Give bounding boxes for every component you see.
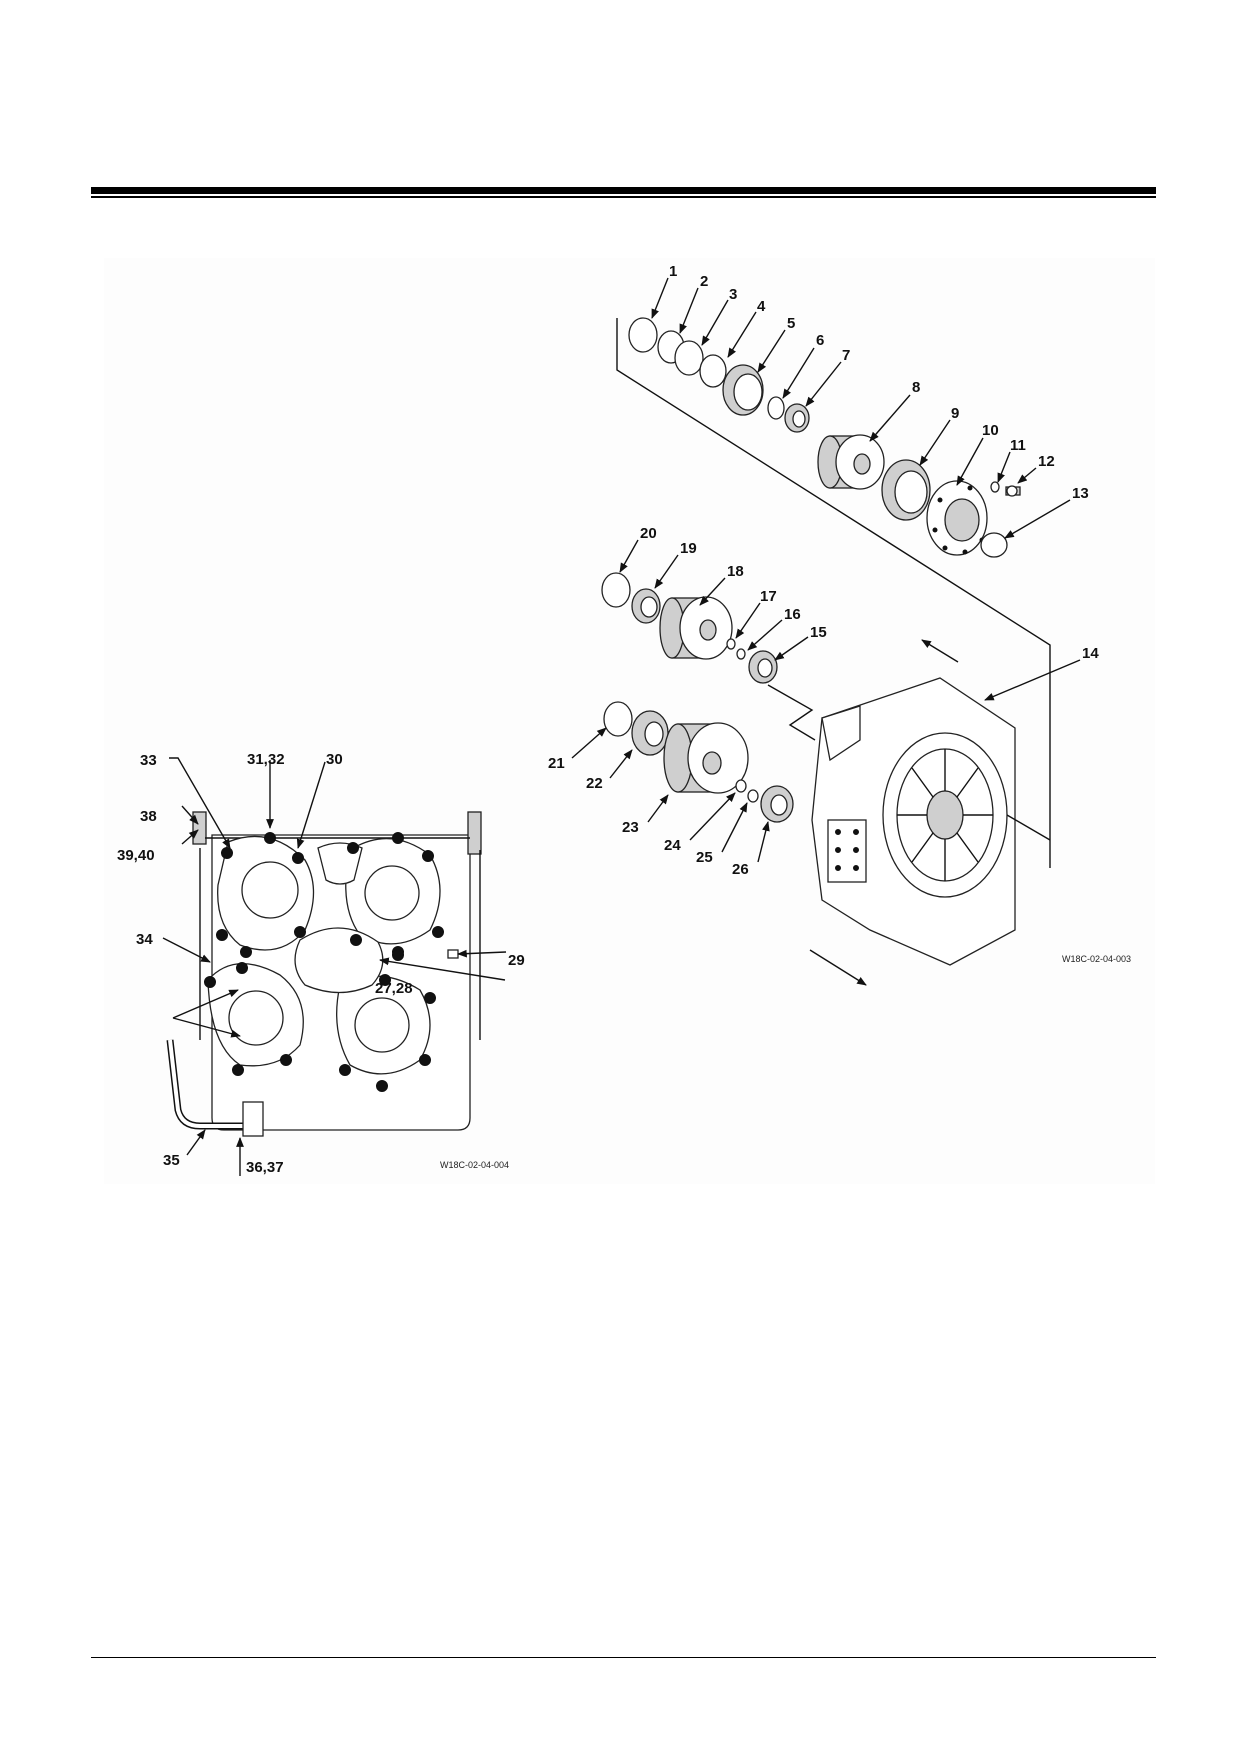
part-19-bearing <box>631 588 661 624</box>
callout-27-28: 27,28 <box>375 980 413 997</box>
up-left-arrow <box>921 639 959 663</box>
callout-2: 2 <box>700 273 708 290</box>
plug <box>447 949 459 959</box>
footer-rule <box>91 1657 1156 1658</box>
part-22-bearing <box>631 710 669 756</box>
callout-14: 14 <box>1082 645 1099 662</box>
callout-21: 21 <box>548 755 565 772</box>
callout-24: 24 <box>664 837 681 854</box>
part-4-ring <box>699 354 727 388</box>
callout-36-37: 36,37 <box>246 1159 284 1176</box>
exploded-leader-lines <box>571 277 1081 863</box>
callout-26: 26 <box>732 861 749 878</box>
callout-15: 15 <box>810 624 827 641</box>
exploded-view-drawing <box>571 277 1081 986</box>
part-9-bearing <box>881 459 931 521</box>
part-18-gear <box>659 596 733 660</box>
part-1-oring <box>628 317 658 353</box>
callout-12: 12 <box>1038 453 1055 470</box>
pump-bottom-right <box>336 975 431 1075</box>
part-13-oil-seal <box>980 532 1008 558</box>
part-21-oring <box>603 701 633 737</box>
callout-22: 22 <box>586 775 603 792</box>
callout-31-32: 31,32 <box>247 751 285 768</box>
callout-16: 16 <box>784 606 801 623</box>
part-5-bearing-cup <box>722 364 764 416</box>
front-leader-lines <box>162 757 507 1176</box>
part-24-spacer <box>735 779 747 793</box>
pump-bottom-left <box>207 963 304 1067</box>
callout-39-40: 39,40 <box>117 847 155 864</box>
part-26-bearing <box>760 785 794 823</box>
callout-18: 18 <box>727 563 744 580</box>
callout-25: 25 <box>696 849 713 866</box>
part-8-gear <box>817 434 885 490</box>
part-12-bolt <box>1005 485 1021 497</box>
callout-17: 17 <box>760 588 777 605</box>
callout-30: 30 <box>326 751 343 768</box>
callout-34: 34 <box>136 931 153 948</box>
figure-code-exploded: W18C-02-04-003 <box>1062 954 1131 964</box>
part-23-gear <box>663 722 749 794</box>
part-14-housing <box>811 677 1051 966</box>
pump-top-left <box>217 835 315 951</box>
callout-29: 29 <box>508 952 525 969</box>
callout-4: 4 <box>757 298 766 315</box>
pump-top-right <box>345 838 441 945</box>
mount-bracket-left <box>192 811 207 845</box>
callout-8: 8 <box>912 379 920 396</box>
callout-38: 38 <box>140 808 157 825</box>
callout-11: 11 <box>1010 437 1026 454</box>
part-6-snap-ring <box>767 396 785 420</box>
part-17-spacer <box>726 638 736 650</box>
callout-1: 1 <box>669 263 677 280</box>
callout-35: 35 <box>163 1152 180 1169</box>
drain-pipe <box>166 1039 264 1137</box>
mount-bracket-right <box>467 811 482 855</box>
callout-23: 23 <box>622 819 639 836</box>
callout-7: 7 <box>842 347 850 364</box>
callout-6: 6 <box>816 332 824 349</box>
part-3-ring <box>674 340 704 376</box>
callout-10: 10 <box>982 422 999 439</box>
part-11-washer <box>990 481 1000 493</box>
callout-9: 9 <box>951 405 959 422</box>
front-view-drawing <box>162 757 507 1176</box>
callout-5: 5 <box>787 315 795 332</box>
exploded-callouts: 1 2 3 4 5 6 7 8 9 10 11 12 13 14 15 16 1… <box>548 263 1131 964</box>
figure-code-front: W18C-02-04-004 <box>440 1160 509 1170</box>
header-rule-thin <box>91 196 1156 198</box>
header-rule-thick <box>91 187 1156 194</box>
part-7-bearing <box>784 403 810 433</box>
part-25-snap-ring <box>747 789 759 803</box>
part-20-oring <box>601 572 631 608</box>
part-10-cover <box>926 480 988 556</box>
callout-19: 19 <box>680 540 697 557</box>
down-right-arrow <box>809 949 867 986</box>
callout-33: 33 <box>140 752 157 769</box>
part-15-bearing <box>748 650 778 684</box>
front-callouts: 27,28 29 30 31,32 33 34 35 36,37 38 39,4… <box>117 751 525 1176</box>
bolt-heads <box>204 832 444 1092</box>
callout-13: 13 <box>1072 485 1089 502</box>
callout-20: 20 <box>640 525 657 542</box>
callout-3: 3 <box>729 286 737 303</box>
part-16-snap-ring <box>736 648 746 660</box>
